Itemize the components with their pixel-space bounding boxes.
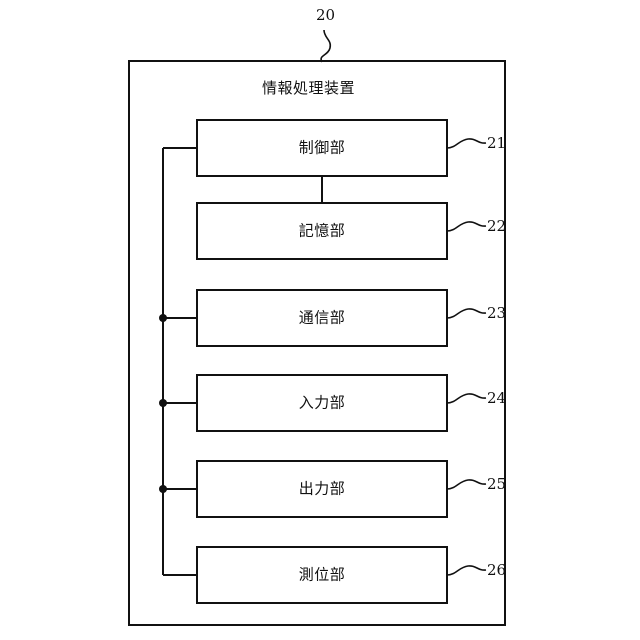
reference-number-24: 24 [487, 389, 507, 407]
reference-number-21: 21 [487, 134, 507, 152]
block-box-25 [196, 460, 448, 518]
block-label-output-unit: 出力部 [298, 479, 346, 498]
reference-number-23: 23 [487, 304, 507, 322]
junction-dot-24 [159, 399, 167, 407]
block-label-control-unit: 制御部 [298, 138, 346, 157]
block-box-24 [196, 374, 448, 432]
leader-line-24 [446, 393, 487, 404]
block-label-storage-unit: 記憶部 [298, 221, 346, 240]
block-label-positioning-unit: 測位部 [298, 565, 346, 584]
outer-container-box [128, 60, 506, 626]
block-box-21 [196, 119, 448, 177]
reference-number-22: 22 [487, 217, 507, 235]
reference-number-20: 20 [316, 6, 336, 24]
device-title: 情報処理装置 [262, 79, 356, 97]
block-box-26 [196, 546, 448, 604]
leader-line-25 [446, 479, 487, 490]
block-label-input-unit: 入力部 [298, 393, 346, 412]
leader-line-26 [446, 565, 487, 576]
reference-number-26: 26 [487, 561, 507, 579]
block-box-23 [196, 289, 448, 347]
leader-line-23 [446, 308, 487, 319]
junction-dot-23 [159, 314, 167, 322]
block-label-communication-unit: 通信部 [298, 308, 346, 327]
leader-line-21 [446, 138, 487, 149]
reference-number-25: 25 [487, 475, 507, 493]
leader-line-22 [446, 221, 487, 232]
junction-dot-25 [159, 485, 167, 493]
leader-line-20 [320, 29, 332, 63]
